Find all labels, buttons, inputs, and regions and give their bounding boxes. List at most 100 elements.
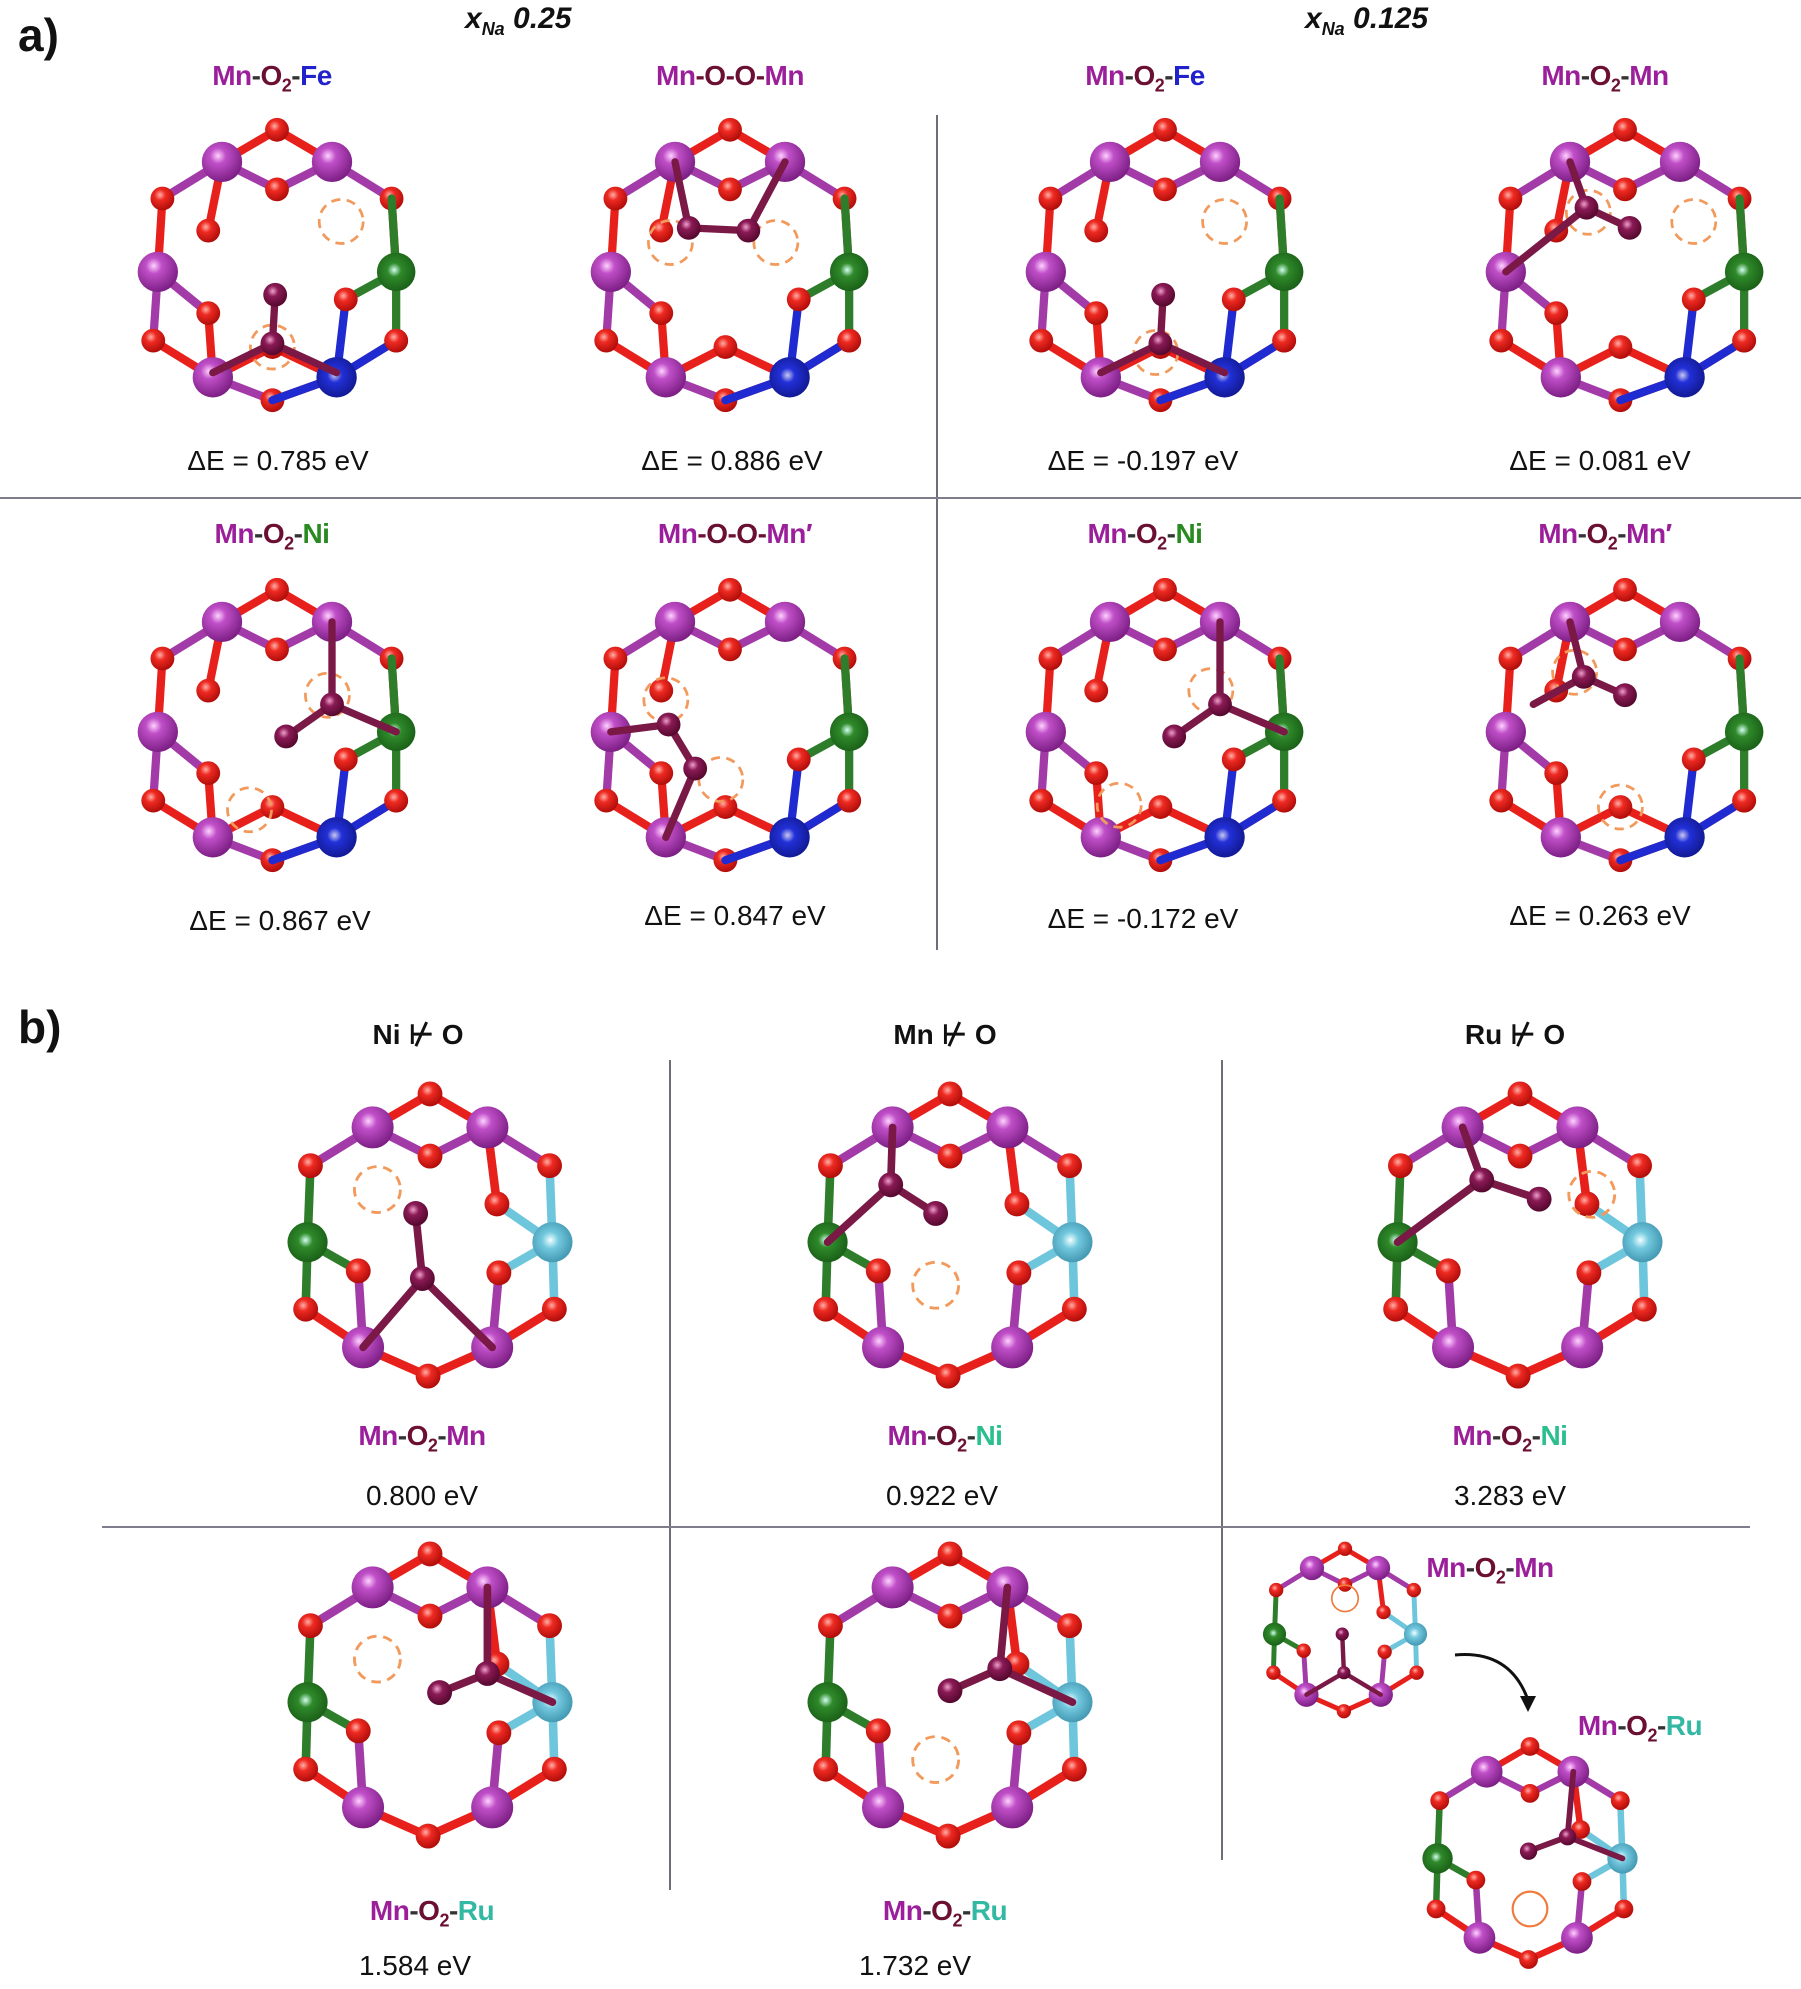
dash: -	[448, 1895, 458, 1926]
energy-value: ΔE = -0.197 eV	[1047, 445, 1239, 476]
mn-text: Mn	[1577, 1710, 1618, 1741]
dash: -	[1620, 60, 1630, 91]
panel-b-vertical-divider	[1221, 1060, 1223, 1860]
energy-value: ΔE = 0.081 eV	[1509, 445, 1691, 476]
na-subscript: Na	[1321, 19, 1345, 39]
mn-text: Mn	[1452, 1420, 1493, 1451]
x-symbol: x	[465, 2, 482, 35]
fe-text: Fe	[1173, 60, 1205, 91]
crystal-structure-diagram	[565, 560, 895, 890]
crystal-structure-diagram	[1000, 560, 1330, 890]
o-text: O	[406, 1420, 429, 1451]
dash: -	[1465, 1552, 1475, 1583]
o-text: O	[734, 60, 756, 91]
crystal-structure-diagram-final	[1400, 1728, 1660, 1978]
mn-text: Mn	[764, 60, 805, 91]
not-bonded-symbol: ⊬	[1509, 1019, 1536, 1050]
ni-text: Ni	[1175, 518, 1203, 549]
o-text: O	[260, 60, 282, 91]
structure-title: Mn-O2-Mn′	[1538, 518, 1672, 555]
o-text: O	[1133, 60, 1155, 91]
fe-text: Fe	[300, 60, 332, 91]
dash: -	[966, 1420, 976, 1451]
ru-text: Ru	[970, 1895, 1008, 1926]
column-header-mn-not-bonded-o: Mn ⊬ O	[893, 1018, 996, 1051]
mn-text: Mn	[369, 1895, 410, 1926]
o-text: O	[935, 1420, 958, 1451]
dash: -	[697, 518, 707, 549]
panel-b-label: b)	[18, 1001, 62, 1053]
energy-value: 0.800 eV	[365, 1480, 479, 1511]
dash: -	[409, 1895, 419, 1926]
not-bonded-symbol: ⊬	[408, 1019, 434, 1050]
o-text: O	[1500, 1420, 1523, 1451]
mn-text: Mn	[656, 60, 696, 91]
structure-title: Mn-O2-Ru	[883, 1895, 1008, 1932]
x-symbol: x	[1305, 2, 1322, 35]
energy-value: ΔE = 0.785 eV	[187, 445, 369, 476]
dash: -	[695, 60, 705, 91]
dash: -	[1577, 518, 1587, 549]
ni-text: Ni	[372, 1019, 401, 1050]
ni-text: Ni	[302, 518, 330, 549]
o-text: O	[1586, 518, 1608, 549]
energy-value: 0.922 eV	[885, 1480, 999, 1511]
crystal-structure-diagram	[1345, 1070, 1695, 1400]
crystal-structure-diagram	[255, 1070, 605, 1400]
concentration-value: 0.125	[1353, 2, 1429, 35]
o-text: O	[931, 1895, 953, 1926]
structure-title: Mn-O2-Mn	[358, 1420, 486, 1457]
dash: -	[1491, 1420, 1501, 1451]
crystal-structure-diagram	[565, 100, 895, 430]
structure-title: Mn-O2-Ni	[888, 1420, 1003, 1457]
o-text: O	[1135, 518, 1158, 549]
na-subscript: Na	[481, 19, 505, 39]
dash: -	[961, 1895, 971, 1926]
o2-subscript: 2	[952, 1910, 962, 1931]
mn-text: Mn	[446, 1420, 486, 1451]
o2-subscript: 2	[281, 75, 292, 96]
mn-text: Mn	[1538, 518, 1578, 549]
dash: -	[1166, 518, 1176, 549]
mn-text: Mn	[1514, 1552, 1554, 1583]
dash: -	[1656, 1710, 1666, 1741]
mn-text: Mn	[887, 1420, 928, 1451]
o-text: O	[1474, 1552, 1497, 1583]
dash: -	[755, 60, 765, 91]
ni-text: Ni	[1540, 1420, 1568, 1451]
structure-title: Mn-O2-Fe	[1085, 60, 1205, 97]
dash: -	[1505, 1552, 1515, 1583]
crystal-structure-diagram	[775, 1070, 1125, 1400]
structure-title: Mn-O2-Mn	[1426, 1552, 1554, 1589]
o2-subscript: 2	[957, 1435, 967, 1456]
o2-subscript: 2	[1607, 533, 1618, 554]
panel-a-horizontal-divider	[0, 497, 1801, 499]
dash: -	[293, 518, 303, 549]
concentration-value: 0.25	[513, 2, 572, 35]
mn-text: Mn	[1426, 1552, 1466, 1583]
o-text: O	[704, 60, 726, 91]
energy-value: ΔE = 0.263 eV	[1509, 900, 1691, 931]
o2-subscript: 2	[1495, 1567, 1506, 1588]
dash: -	[1126, 518, 1136, 549]
not-bonded-symbol: ⊬	[941, 1019, 968, 1050]
mn-text: Mn	[1541, 60, 1581, 91]
o2-subscript: 2	[1157, 533, 1167, 554]
transition-arrow-icon	[1454, 1653, 1536, 1712]
dash: -	[1164, 60, 1174, 91]
panel-a-vertical-divider	[936, 115, 938, 950]
column-header-ru-not-bonded-o: Ru ⊬ O	[1465, 1018, 1565, 1051]
dash: -	[291, 60, 301, 91]
o2-subscript: 2	[427, 1435, 438, 1456]
o2-subscript: 2	[1522, 1435, 1532, 1456]
mn-text: Mn	[1087, 518, 1128, 549]
prime-mark: ′	[1665, 518, 1673, 549]
ru-text: Ru	[457, 1895, 495, 1926]
o2-subscript: 2	[1647, 1725, 1657, 1746]
dash: -	[1580, 60, 1590, 91]
column-header-ni-not-bonded-o: Ni ⊬ O	[373, 1018, 464, 1051]
panel-a-label: a)	[18, 9, 59, 61]
o-text: O	[1626, 1710, 1648, 1741]
concentration-label-0-25: xNa 0.25	[465, 2, 571, 40]
dash: -	[926, 1420, 936, 1451]
